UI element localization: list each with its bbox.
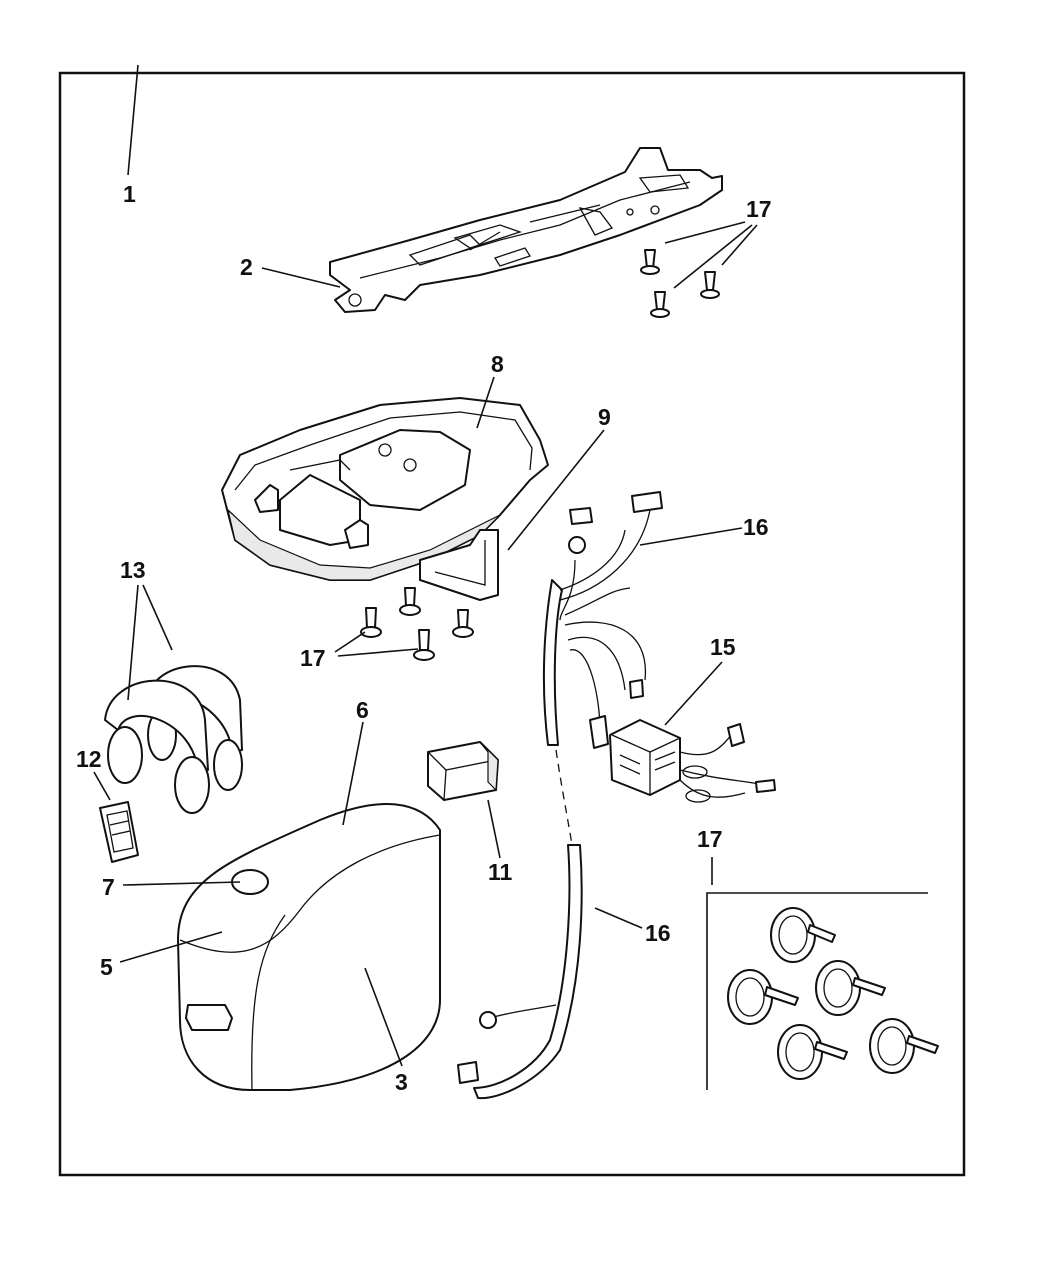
console-cover bbox=[177, 803, 441, 1091]
callout-13: 13 bbox=[120, 557, 146, 583]
cable-tie-5 bbox=[869, 1018, 939, 1074]
callout-9: 9 bbox=[598, 404, 611, 430]
diagram-frame bbox=[58, 71, 966, 1177]
callout-6: 6 bbox=[356, 697, 369, 723]
callout-16-lower: 16 bbox=[645, 920, 671, 946]
callout-1: 1 bbox=[123, 181, 136, 207]
remote-control bbox=[99, 801, 139, 863]
headphones bbox=[104, 665, 243, 814]
callout-15: 15 bbox=[710, 634, 736, 660]
screw-top-2 bbox=[650, 291, 670, 318]
screw-mid-2 bbox=[399, 587, 421, 616]
callout-11: 11 bbox=[488, 859, 513, 885]
callout-17-mid: 17 bbox=[300, 645, 326, 671]
callout-7: 7 bbox=[102, 874, 115, 900]
cable-tie-3 bbox=[815, 960, 886, 1016]
screw-mid-3 bbox=[452, 609, 474, 638]
callout-labels: 1 2 17 8 9 16 13 17 15 6 12 17 11 7 16 5… bbox=[76, 181, 772, 1095]
callout-17-top: 17 bbox=[746, 196, 772, 222]
callout-8: 8 bbox=[491, 351, 504, 377]
callout-2: 2 bbox=[240, 254, 253, 280]
screw-mid-1 bbox=[360, 607, 382, 638]
console-base bbox=[221, 397, 549, 601]
cable-tie-4 bbox=[777, 1024, 848, 1080]
screw-top-3 bbox=[700, 271, 720, 299]
callout-12: 12 bbox=[76, 746, 102, 772]
cable-tie-1 bbox=[770, 907, 836, 963]
cable-tie-2 bbox=[727, 969, 799, 1025]
callout-3: 3 bbox=[395, 1069, 408, 1095]
screw-top-1 bbox=[640, 249, 660, 275]
screw-mid-4 bbox=[413, 629, 435, 661]
cable-ties-box bbox=[706, 892, 939, 1090]
callout-5: 5 bbox=[100, 954, 113, 980]
wiring-harness-lower bbox=[457, 749, 583, 1100]
mounting-bracket bbox=[329, 147, 723, 313]
wiring-harness-upper bbox=[542, 491, 663, 749]
module-box bbox=[427, 741, 499, 801]
leader-lines bbox=[93, 64, 758, 1067]
callout-16-upper: 16 bbox=[743, 514, 769, 540]
callout-17-box: 17 bbox=[697, 826, 723, 852]
control-module bbox=[609, 719, 776, 803]
